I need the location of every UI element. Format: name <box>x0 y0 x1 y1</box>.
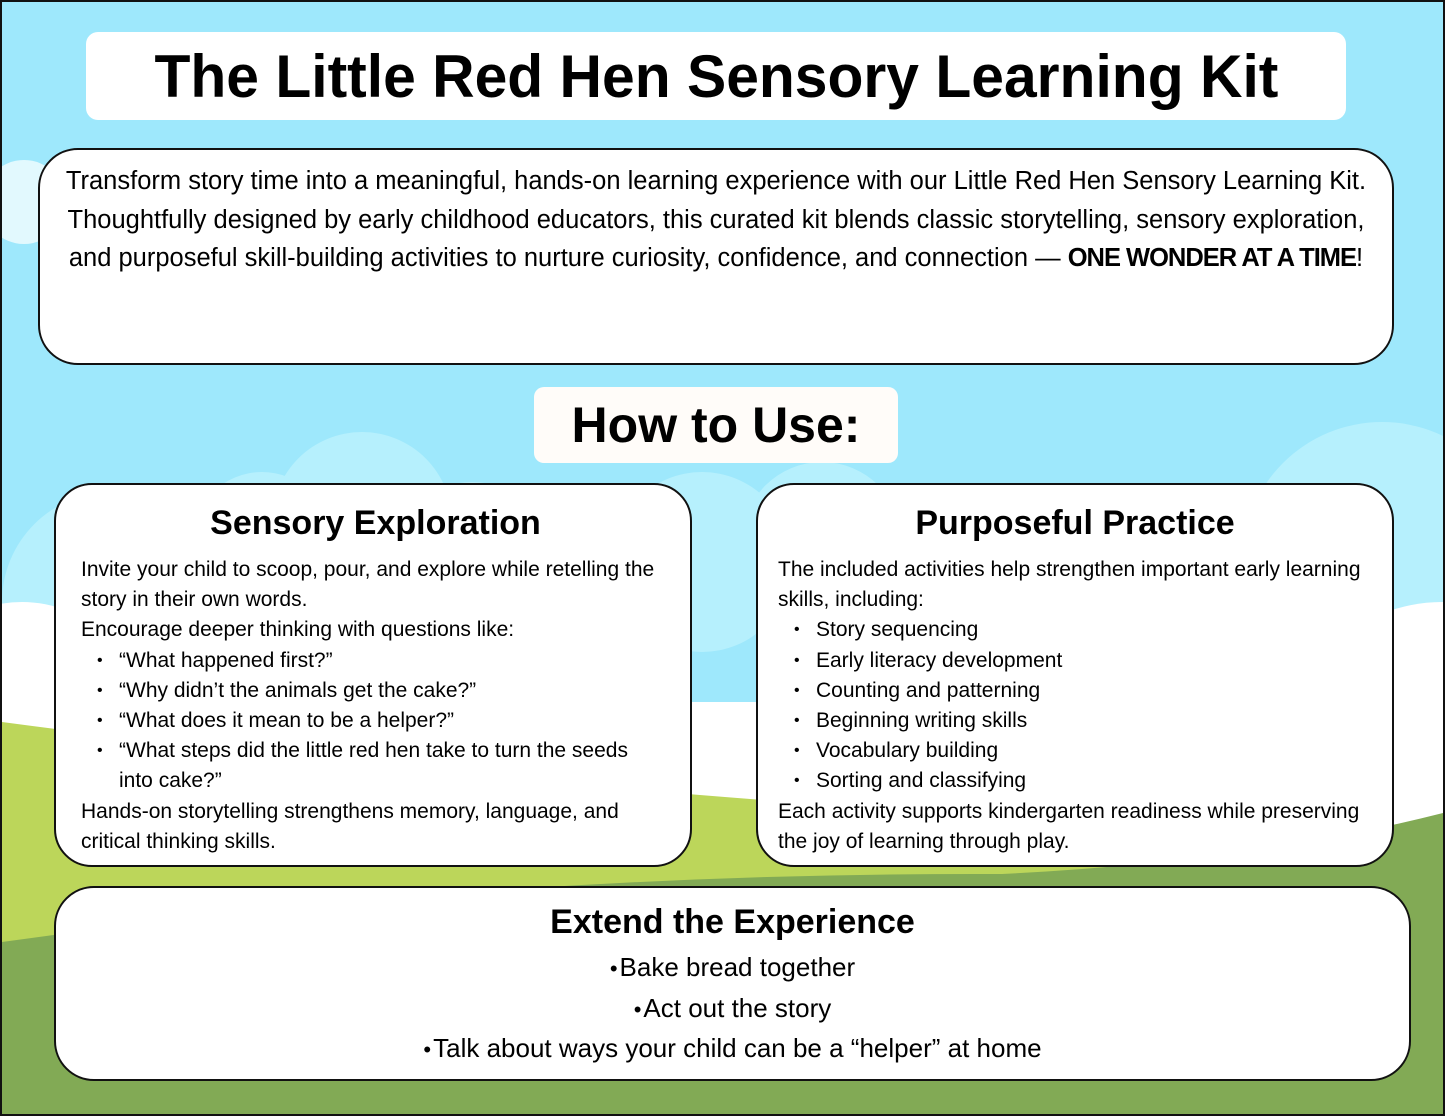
extend-heading: Extend the Experience <box>550 903 915 941</box>
intro-paragraph-1: Transform story time into a meaningful, … <box>65 167 1367 195</box>
list-item: “What happened first?” <box>97 646 670 676</box>
how-to-use-heading: How to Use: <box>571 397 861 453</box>
extend-experience-card: Extend the Experience Bake bread togethe… <box>54 886 1411 1081</box>
list-item: Sorting and classifying <box>794 766 1372 796</box>
extend-list: Bake bread together Act out the story Ta… <box>56 948 1409 1070</box>
list-item: Early literacy development <box>794 646 1372 676</box>
list-item: Talk about ways your child can be a “hel… <box>56 1029 1409 1070</box>
list-item: “Why didn’t the animals get the cake?” <box>97 676 670 706</box>
list-item: “What steps did the little red hen take … <box>97 736 670 796</box>
list-item: Beginning writing skills <box>794 706 1372 736</box>
list-item: “What does it mean to be a helper?” <box>97 706 670 736</box>
practice-closing: Each activity supports kindergarten read… <box>778 799 1360 853</box>
list-item: Vocabulary building <box>794 736 1372 766</box>
sensory-exploration-heading: Sensory Exploration <box>210 504 541 542</box>
intro-paragraph-2: Thoughtfully designed by early childhood… <box>54 201 1378 278</box>
purposeful-practice-card: Purposeful Practice The included activit… <box>756 483 1394 867</box>
sensory-closing: Hands-on storytelling strengthens memory… <box>81 799 619 853</box>
list-item: Bake bread together <box>56 948 1409 989</box>
title-banner: The Little Red Hen Sensory Learning Kit <box>86 32 1346 120</box>
list-item: Counting and patterning <box>794 676 1372 706</box>
practice-intro: The included activities help strengthen … <box>778 558 1361 612</box>
purposeful-practice-heading: Purposeful Practice <box>915 504 1235 542</box>
list-item: Act out the story <box>56 989 1409 1030</box>
sensory-exploration-card: Sensory Exploration Invite your child to… <box>54 483 692 867</box>
intro-paragraph-2-text: Thoughtfully designed by early childhood… <box>67 205 1365 273</box>
how-to-use-banner: How to Use: <box>534 387 898 463</box>
list-item: Story sequencing <box>794 615 1372 645</box>
questions-lead: Encourage deeper thinking with questions… <box>81 618 515 642</box>
page-title: The Little Red Hen Sensory Learning Kit <box>154 42 1278 110</box>
question-list: “What happened first?” “Why didn’t the a… <box>81 646 670 797</box>
intro-box: Transform story time into a meaningful, … <box>38 148 1394 365</box>
intro-exclamation: ! <box>1356 244 1364 272</box>
intro-tagline: ONE WONDER AT A TIME <box>1067 244 1357 272</box>
sensory-intro: Invite your child to scoop, pour, and ex… <box>81 558 655 612</box>
skills-list: Story sequencing Early literacy developm… <box>778 615 1372 796</box>
